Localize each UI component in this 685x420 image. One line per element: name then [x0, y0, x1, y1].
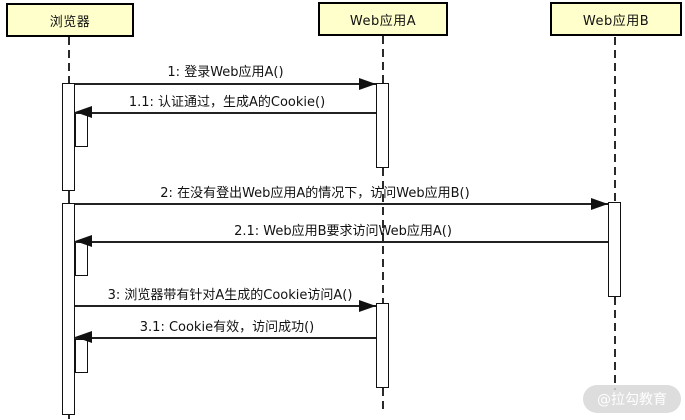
message-label-3-1: 3.1: Cookie有效，访问成功(): [139, 320, 315, 335]
watermark-text: @拉勾教育: [597, 392, 667, 408]
message-label-2-1: 2.1: Web应用B要求访问Web应用A(): [234, 224, 452, 239]
message-line-2-1: [75, 241, 608, 243]
activation-bar-browser-nested: [75, 339, 88, 373]
message-line-1-1: [75, 112, 376, 114]
lifeline-web-app-b: [614, 37, 616, 202]
activation-bar-browser-nested: [75, 242, 88, 276]
actor-label-web-app-b: Web应用B: [582, 13, 650, 29]
lifeline-web-app-b: [614, 297, 616, 390]
lifeline-web-app-a: [382, 36, 384, 83]
activation-bar-browser: [62, 83, 75, 191]
lifeline-browser: [68, 415, 70, 419]
arrowhead-left-icon: [75, 331, 92, 343]
message-label-1: 1: 登录Web应用A(): [167, 65, 284, 80]
activation-bar-browser-nested: [75, 113, 88, 147]
message-line-2: [75, 203, 608, 205]
activation-bar-web-app-a: [376, 303, 389, 388]
activation-bar-browser: [62, 203, 75, 415]
actor-box-browser: 浏览器: [6, 3, 134, 37]
message-line-3-1: [75, 337, 376, 339]
arrowhead-right-icon: [591, 198, 608, 210]
message-label-3: 3: 浏览器带有针对A生成的Cookie访问A(): [107, 288, 353, 303]
lifeline-web-app-a: [382, 168, 384, 303]
message-line-3: [75, 305, 376, 307]
arrowhead-left-icon: [75, 235, 92, 247]
arrowhead-right-icon: [359, 78, 376, 90]
actor-box-web-app-b: Web应用B: [550, 2, 682, 36]
arrowhead-left-icon: [75, 106, 92, 118]
lifeline-browser: [68, 37, 70, 84]
actor-label-browser: 浏览器: [49, 14, 91, 30]
message-line-1: [75, 83, 376, 85]
message-label-2: 2: 在没有登出Web应用A的情况下，访问Web应用B(): [160, 186, 470, 201]
lifeline-web-app-a: [382, 388, 384, 410]
message-label-1-1: 1.1: 认证通过，生成A的Cookie(): [128, 95, 326, 110]
watermark-badge: @拉勾教育: [583, 385, 681, 413]
lifeline-browser: [68, 191, 70, 203]
arrowhead-right-icon: [359, 300, 376, 312]
actor-label-web-app-a: Web应用A: [349, 13, 417, 29]
activation-bar-web-app-b: [608, 202, 621, 297]
activation-bar-web-app-a: [376, 83, 389, 168]
actor-box-web-app-a: Web应用A: [318, 2, 448, 36]
